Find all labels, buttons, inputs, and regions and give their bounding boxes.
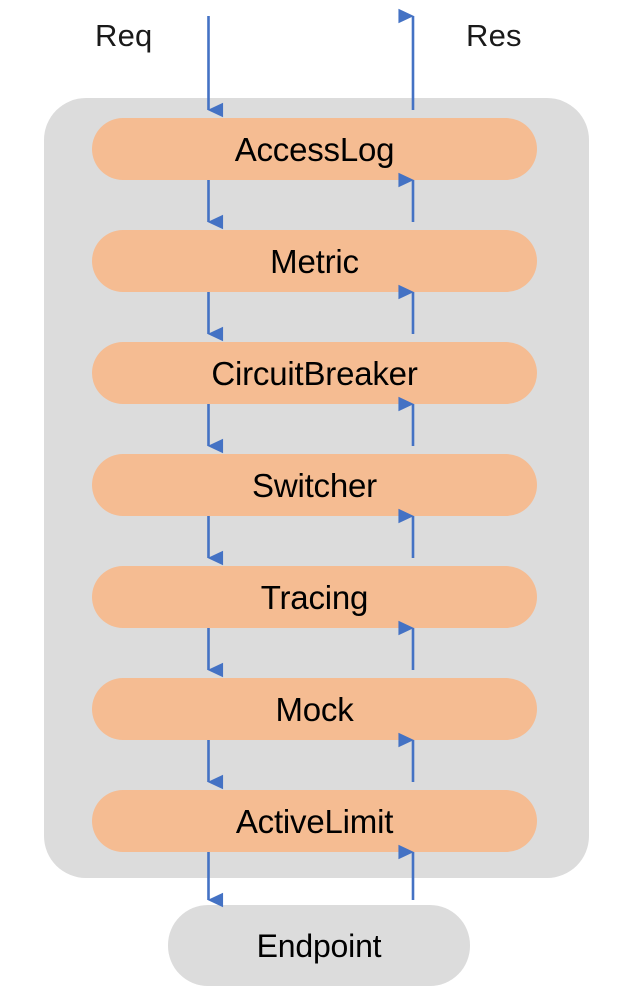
middleware-box-circuitbreaker[interactable]: CircuitBreaker: [92, 342, 537, 404]
endpoint-box[interactable]: Endpoint: [168, 905, 470, 986]
middleware-box-tracing[interactable]: Tracing: [92, 566, 537, 628]
response-label: Res: [466, 18, 522, 53]
middleware-box-metric[interactable]: Metric: [92, 230, 537, 292]
middleware-label: Metric: [270, 242, 359, 280]
middleware-label: Mock: [275, 690, 354, 728]
middleware-label: ActiveLimit: [235, 802, 394, 840]
middleware-label: Tracing: [260, 578, 369, 616]
middleware-label: Switcher: [252, 466, 377, 504]
middleware-box-accesslog[interactable]: AccessLog: [92, 118, 537, 180]
middleware-box-mock[interactable]: Mock: [92, 678, 537, 740]
middleware-label: CircuitBreaker: [211, 354, 418, 392]
request-label: Req: [95, 18, 153, 53]
middleware-label: AccessLog: [234, 130, 395, 168]
endpoint-label: Endpoint: [256, 927, 382, 964]
middleware-box-switcher[interactable]: Switcher: [92, 454, 537, 516]
middleware-box-activelimit[interactable]: ActiveLimit: [92, 790, 537, 852]
